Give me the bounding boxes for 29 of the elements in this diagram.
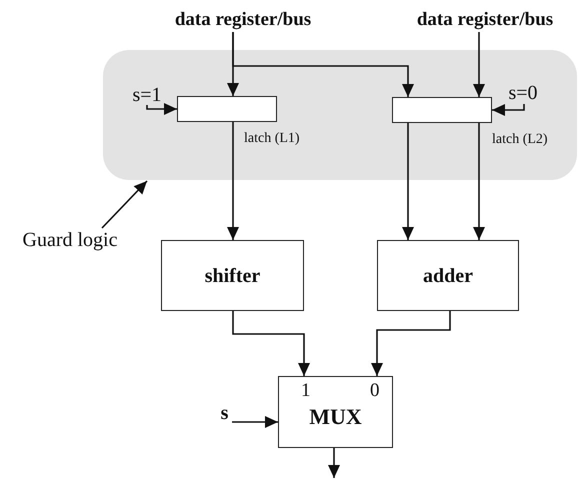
signal-label: Guard logic bbox=[22, 230, 118, 250]
port-label: 0 bbox=[370, 381, 380, 400]
signal-label: s=1 bbox=[132, 84, 162, 104]
latch-label: latch (L1) bbox=[244, 132, 300, 146]
arrow bbox=[473, 123, 485, 240]
bus-label: data register/bus bbox=[416, 10, 554, 28]
arrow bbox=[473, 32, 485, 97]
block-label: shifter bbox=[204, 266, 260, 286]
block-label: adder bbox=[423, 266, 473, 286]
bus-label: data register/bus bbox=[174, 10, 312, 28]
arrow bbox=[371, 311, 451, 376]
leader-line bbox=[101, 180, 148, 229]
arrow bbox=[232, 32, 414, 97]
signal-label: s bbox=[220, 403, 228, 423]
arrow bbox=[492, 104, 525, 116]
guard-logic-region bbox=[103, 50, 577, 180]
arrow bbox=[328, 448, 340, 478]
function-block bbox=[161, 240, 304, 311]
mux-label: MUX bbox=[309, 406, 362, 428]
arrow bbox=[146, 103, 177, 115]
function-block bbox=[377, 240, 519, 311]
signal-label: s=0 bbox=[508, 83, 538, 103]
arrow bbox=[232, 416, 278, 428]
arrow bbox=[402, 123, 414, 240]
arrow bbox=[227, 122, 239, 240]
mux-box bbox=[278, 376, 393, 448]
latch-label: latch (L2) bbox=[492, 133, 548, 147]
port-label: 1 bbox=[301, 381, 310, 400]
arrow bbox=[232, 311, 310, 376]
